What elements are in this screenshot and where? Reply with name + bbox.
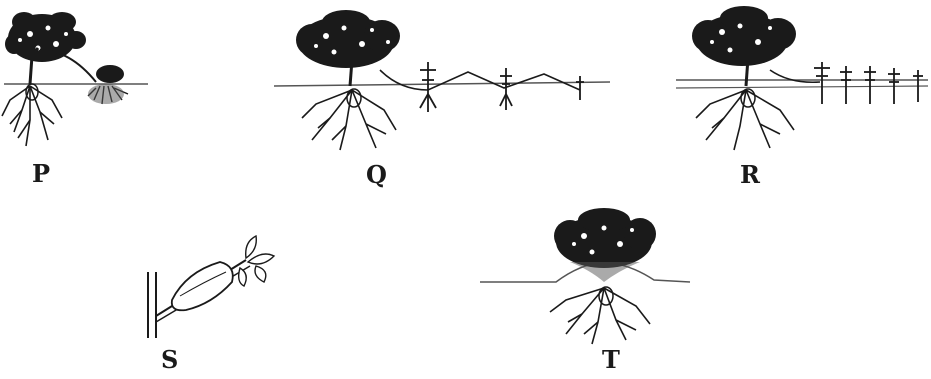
panel-s-drawing <box>148 236 274 338</box>
panel-label-r: R <box>740 163 760 187</box>
panel-label-q: Q <box>366 163 387 187</box>
panel-label-p: P <box>32 162 50 186</box>
panel-q-drawing <box>274 10 610 150</box>
panel-r-drawing <box>676 6 928 150</box>
panel-label-t: T <box>602 348 620 372</box>
panel-t-drawing <box>480 208 690 344</box>
panel-p-drawing <box>2 12 148 146</box>
panel-label-s: S <box>161 348 178 372</box>
